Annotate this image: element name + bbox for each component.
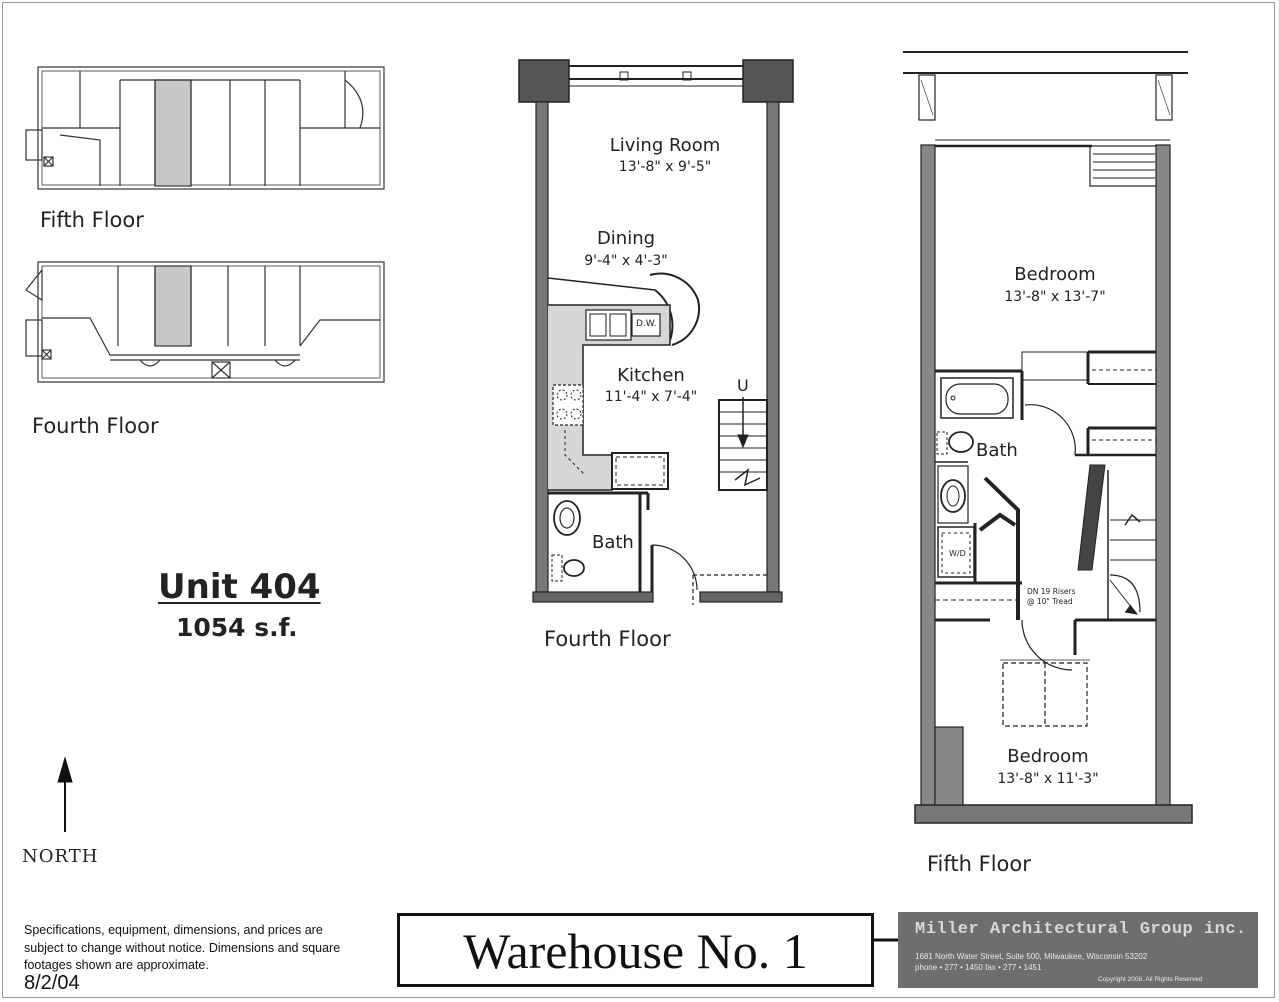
room-dim-dining: 9'-4" x 4'-3" [584, 253, 668, 269]
north-label: NORTH [22, 846, 99, 867]
room-name-bedroom-2: Bedroom [1007, 746, 1089, 767]
firm-phone: phone • 277 • 1450 fax • 277 • 1451 [915, 963, 1042, 972]
key-plan-fourth-label: Fourth Floor [32, 414, 159, 438]
room-name-dining: Dining [596, 228, 656, 249]
fourth-floor-label: Fourth Floor [544, 627, 671, 651]
unit-title: Unit 404 [158, 567, 321, 607]
key-plan-fifth-highlight [154, 79, 192, 187]
fifth-floor-label: Fifth Floor [927, 852, 1031, 876]
disclaimer-line: footages shown are approximate. [24, 958, 209, 972]
room-name-bath-fifth: Bath [976, 440, 1018, 461]
firm-logo-block: Miller Architectural Group inc. 1681 Nor… [898, 912, 1258, 988]
north-arrow [57, 756, 73, 832]
firm-name: Miller Architectural Group inc. [915, 920, 1247, 939]
firm-copyright: Copyright 2008. All Rights Reserved [1098, 976, 1203, 983]
fifth-floor-plan [903, 51, 1193, 824]
disclaimer-text: Specifications, equipment, dimensions, a… [24, 922, 340, 975]
plan-date: 8/2/04 [24, 972, 80, 994]
dishwasher-label: D.W. [636, 319, 657, 329]
room-name-bath-fourth: Bath [592, 532, 634, 553]
room-dim-bedroom-2: 13'-8" x 11'-3" [997, 771, 1099, 787]
fourth-floor-plan [518, 59, 794, 605]
firm-address: 1681 North Water Street, Suite 500, Milw… [915, 952, 1148, 961]
key-plan-fifth-floor [25, 66, 385, 190]
key-plan-fourth-floor [25, 261, 385, 383]
stair-note-tread: @ 10" Tread [1027, 597, 1073, 606]
room-name-bedroom-1: Bedroom [1014, 264, 1096, 285]
stair-note-risers: DN 19 Risers [1027, 587, 1076, 596]
key-plan-fourth-highlight [154, 265, 192, 347]
unit-area: 1054 s.f. [176, 613, 298, 642]
room-name-living-room: Living Room [609, 135, 721, 156]
room-dim-bedroom-1: 13'-8" x 13'-7" [1004, 289, 1106, 305]
stair-up-label: U [737, 376, 749, 395]
disclaimer-line: Specifications, equipment, dimensions, a… [24, 923, 323, 937]
room-name-kitchen: Kitchen [617, 365, 685, 386]
washer-dryer-label: W/D [949, 549, 966, 558]
room-dim-kitchen: 11'-4" x 7'-4" [604, 389, 698, 405]
room-dim-living-room: 13'-8" x 9'-5" [618, 159, 712, 175]
key-plan-fifth-label: Fifth Floor [40, 208, 144, 232]
building-title: Warehouse No. 1 [397, 913, 874, 987]
disclaimer-line: subject to change without notice. Dimens… [24, 940, 341, 955]
